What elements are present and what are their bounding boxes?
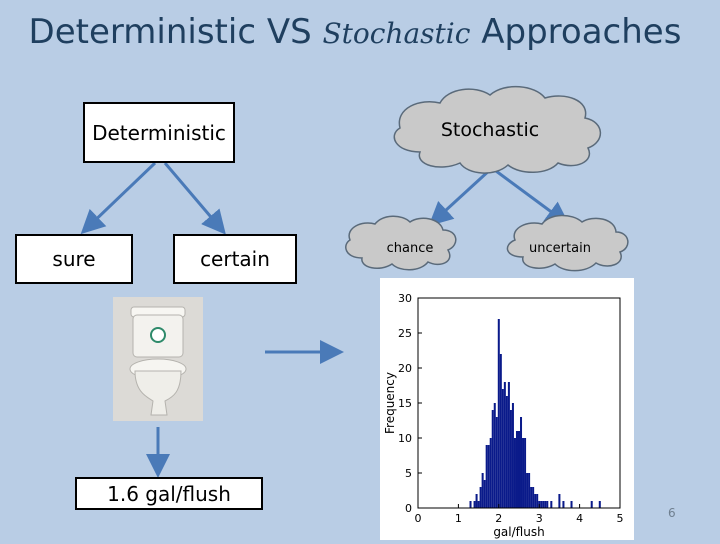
histogram-bar xyxy=(540,501,543,508)
cloud-uncertain xyxy=(506,214,629,272)
deterministic-label: Deterministic xyxy=(92,120,226,145)
cloud-chance xyxy=(345,215,457,271)
cloud-stochastic xyxy=(393,85,602,174)
y-tick-label: 15 xyxy=(398,397,412,410)
histogram-bar xyxy=(477,501,480,508)
histogram-bar xyxy=(483,480,486,508)
arrow-to-sure xyxy=(80,161,157,235)
histogram-bar xyxy=(522,438,525,508)
histogram-bar xyxy=(542,501,545,508)
histogram-bar xyxy=(503,382,506,508)
x-tick-label: 2 xyxy=(495,512,502,525)
chance-label: chance xyxy=(386,240,434,256)
histogram-bar xyxy=(491,410,494,508)
histogram-bar xyxy=(544,501,547,508)
histogram-bar xyxy=(497,319,500,508)
histogram-bar xyxy=(590,501,593,508)
histogram-bar xyxy=(499,354,502,508)
title-deterministic: Deterministic VS xyxy=(28,12,323,52)
title-approaches: Approaches xyxy=(470,12,682,52)
histogram-bar xyxy=(530,487,533,508)
sure-box: sure xyxy=(15,234,133,284)
slide-number: 6 xyxy=(668,506,676,520)
histogram-bar xyxy=(487,445,490,508)
histogram-bar xyxy=(562,501,565,508)
x-tick-label: 3 xyxy=(536,512,543,525)
histogram-bar xyxy=(558,494,561,508)
certain-label: certain xyxy=(200,247,270,271)
histogram-bar xyxy=(493,403,496,508)
histogram-bar xyxy=(495,417,498,508)
x-tick-label: 5 xyxy=(617,512,624,525)
histogram-svg: 0 5 10 15 20 25 30 0 1 2 3 4 5 gal/flush Frequency xyxy=(383,292,624,539)
histogram-bar xyxy=(485,445,488,508)
histogram-chart: 0 5 10 15 20 25 30 0 1 2 3 4 5 gal/flush Frequency xyxy=(380,278,634,540)
histogram-bar xyxy=(524,438,527,508)
histogram-bar xyxy=(536,494,539,508)
stochastic-label: Stochastic xyxy=(440,119,540,141)
result-label: 1.6 gal/flush xyxy=(107,481,231,506)
histogram-bar xyxy=(517,431,521,508)
y-tick-label: 10 xyxy=(398,432,412,445)
histogram-bar xyxy=(473,501,476,508)
result-box: 1.6 gal/flush xyxy=(75,477,263,510)
arrow-to-uncertain xyxy=(491,166,570,226)
slide-title: Deterministic VS Stochastic Approaches xyxy=(0,12,710,52)
histogram-bar xyxy=(528,473,531,508)
histogram-bar xyxy=(479,487,482,508)
histogram-bar xyxy=(511,403,514,508)
histogram-bar xyxy=(469,501,472,508)
histogram-bar xyxy=(550,501,553,508)
histogram-bar xyxy=(475,494,478,508)
histogram-bar xyxy=(501,389,504,508)
uncertain-label: uncertain xyxy=(529,240,591,256)
histogram-bar xyxy=(534,494,537,508)
histogram-bar xyxy=(570,501,573,508)
y-tick-label: 5 xyxy=(405,467,412,480)
histogram-bar xyxy=(526,473,529,508)
y-tick-label: 20 xyxy=(398,362,412,375)
histogram-bar xyxy=(513,438,516,508)
deterministic-box: Deterministic xyxy=(83,102,235,163)
histogram-bar xyxy=(515,431,518,508)
certain-box: certain xyxy=(173,234,297,284)
histogram-bar xyxy=(505,396,508,508)
x-tick-label: 0 xyxy=(415,512,422,525)
histogram-bar xyxy=(509,410,512,508)
sure-label: sure xyxy=(52,247,96,271)
histogram-bar xyxy=(520,417,523,508)
histogram-bar xyxy=(489,438,492,508)
x-tick-label: 4 xyxy=(576,512,583,525)
toilet-photo xyxy=(113,297,203,421)
y-tick-label: 25 xyxy=(398,327,412,340)
histogram-bar xyxy=(507,382,510,508)
y-axis-label: Frequency xyxy=(383,372,397,434)
histogram-bar xyxy=(546,501,549,508)
x-axis-label: gal/flush xyxy=(493,525,544,539)
x-tick-label: 1 xyxy=(455,512,462,525)
y-tick-label: 0 xyxy=(405,502,412,515)
arrow-to-certain xyxy=(163,162,226,235)
histogram-bar xyxy=(598,501,601,508)
arrow-to-chance xyxy=(428,166,494,227)
title-stochastic: Stochastic xyxy=(322,17,471,50)
histogram-bar xyxy=(532,487,535,508)
y-tick-label: 30 xyxy=(398,292,412,305)
histogram-bar xyxy=(481,473,484,508)
